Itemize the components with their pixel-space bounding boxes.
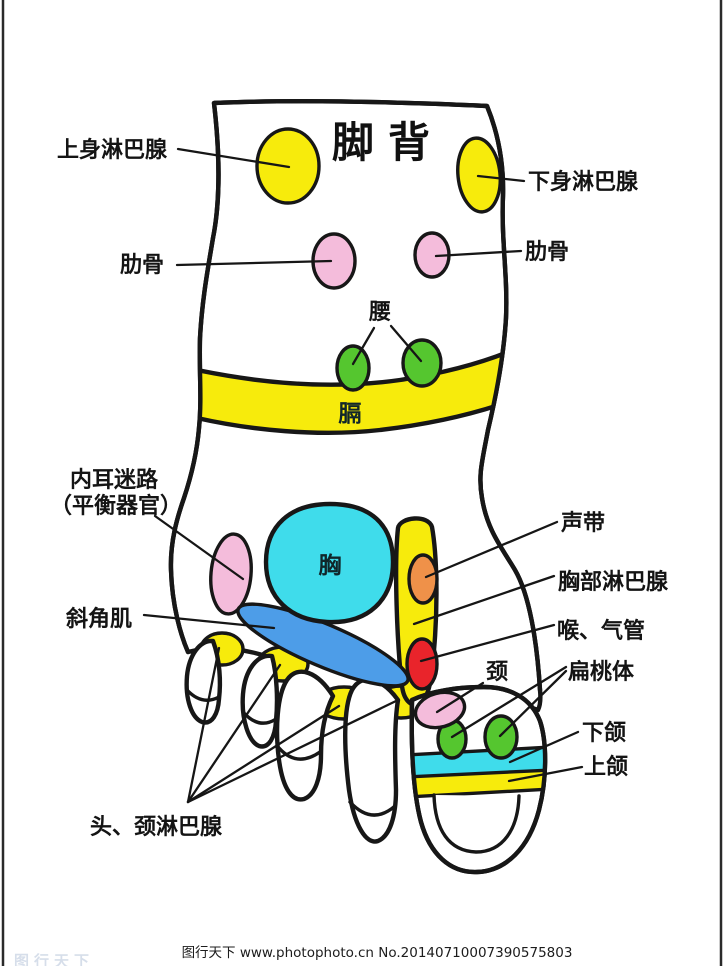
label-upper-jaw: 上颌 (584, 754, 628, 780)
labels: 上身淋巴腺 下身淋巴腺 肋骨 肋骨 腰 内耳迷路 （平衡器官） 斜角肌 声带 胸… (50, 137, 669, 840)
leader-upper-jaw (507, 765, 584, 783)
leader-headneck-3 (186, 704, 341, 804)
leader-vocal-cords (424, 520, 559, 579)
toe-pinky (184, 638, 223, 725)
toenail-2 (348, 800, 397, 817)
label-head-neck-lymph: 头、颈淋巴腺 (90, 814, 223, 840)
label-neck: 颈 (486, 660, 508, 685)
leader-lower-body-lymph (476, 174, 526, 183)
label-throat: 喉、气管 (557, 618, 645, 644)
leader-tonsil-left (450, 665, 568, 739)
big-toenail (432, 793, 521, 854)
zone-inner-ear (209, 532, 253, 616)
leader-lower-jaw (508, 730, 580, 764)
leader-chest-lymph (412, 574, 556, 626)
zone-diaphragm-text: 膈 (338, 401, 362, 427)
toe-3 (274, 669, 336, 802)
zone-chest (263, 501, 396, 625)
toe-4 (240, 653, 280, 749)
leader-neck (435, 681, 485, 714)
leader-headneck-2 (186, 663, 282, 804)
zone-scalene-muscle (236, 602, 410, 688)
leader-waist-left (351, 326, 376, 366)
zone-vocal-cords (407, 553, 439, 605)
big-toe-outline-restroke (409, 684, 548, 875)
watermark-text: 图行天下 www.photophoto.cn No.20140710007390… (182, 945, 573, 961)
label-inner-ear-line2: （平衡器官） (50, 493, 182, 519)
toenail-pinky (185, 688, 221, 702)
leader-inner-ear (153, 514, 245, 581)
leader-tonsil-right (498, 669, 568, 738)
label-upper-body-lymph: 上身淋巴腺 (57, 137, 168, 163)
leader-headneck-4 (186, 699, 398, 804)
label-lower-jaw: 下颌 (582, 720, 626, 746)
toenail-3 (277, 746, 322, 761)
label-inner-ear-line1: 内耳迷路 (70, 467, 159, 493)
label-chest-lymph: 胸部淋巴腺 (558, 569, 669, 595)
label-tonsils: 扁桃体 (568, 660, 635, 685)
label-waist: 腰 (368, 300, 391, 325)
leader-throat (419, 623, 556, 663)
leader-upper-body-lymph (176, 147, 291, 169)
leader-waist-right (389, 324, 423, 363)
label-vocal-cords: 声带 (560, 511, 605, 536)
leader-headneck-1 (186, 646, 221, 804)
zone-tonsil-right (483, 714, 519, 760)
label-ribs-left: 肋骨 (120, 253, 164, 278)
leader-lines (142, 147, 584, 804)
leader-scalene (142, 613, 276, 630)
label-lower-body-lymph: 下身淋巴腺 (528, 169, 639, 195)
foot-outline-restroke (168, 98, 543, 693)
zone-waist-left (335, 344, 371, 392)
leader-ribs-right (434, 249, 523, 258)
page-title: 脚背 (332, 118, 444, 167)
zone-upper-jaw-band (411, 768, 546, 799)
zone-throat-trachea (405, 637, 439, 691)
label-scalene: 斜角肌 (65, 606, 132, 632)
zone-chest-text: 胸 (319, 552, 342, 579)
label-ribs-right: 肋骨 (525, 240, 569, 265)
watermark-faint: 图行天下 (14, 952, 94, 966)
leader-ribs-left (175, 259, 333, 267)
